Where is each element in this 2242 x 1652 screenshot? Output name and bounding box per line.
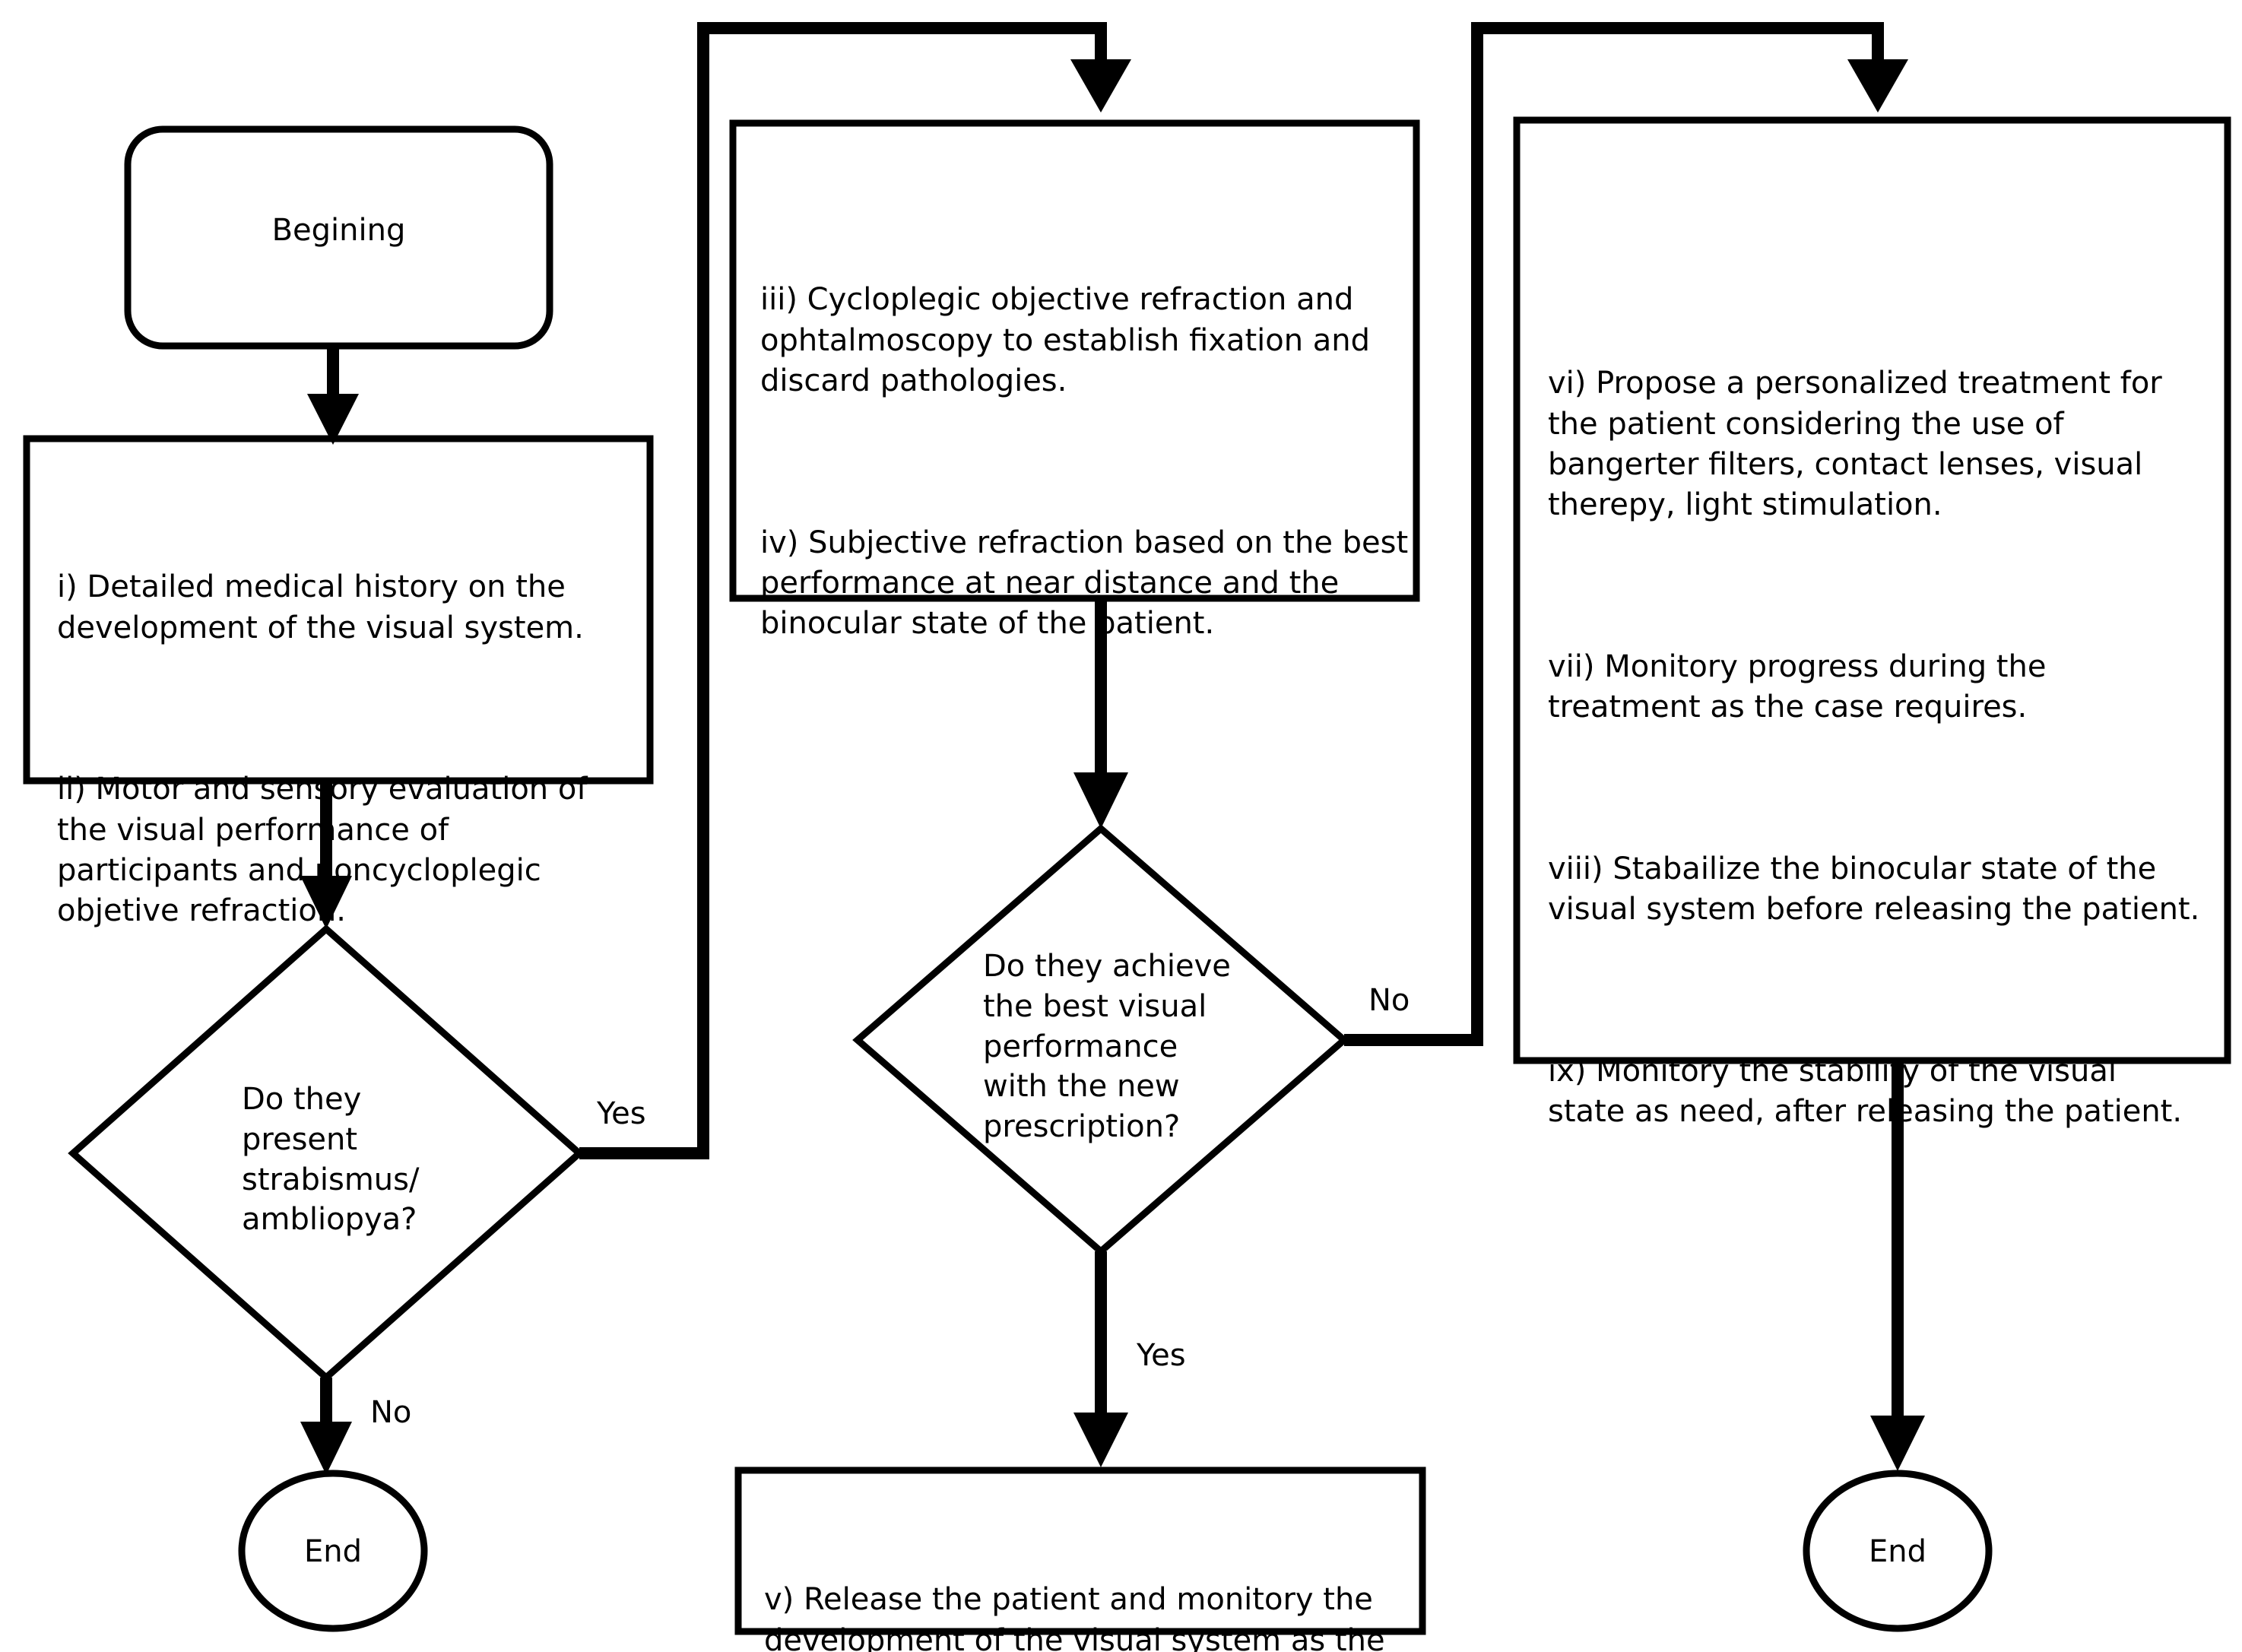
step-vii-paragraph: vii) Monitory progress during the treatm… [1548, 648, 2056, 725]
step-i-paragraph: i) Detailed medical history on the devel… [57, 569, 584, 645]
node-end-left-label: End [303, 1534, 362, 1569]
step-viii-paragraph: viii) Stabailize the binocular state of … [1548, 851, 2200, 927]
arrowhead-step1-to-decision1 [300, 876, 352, 929]
node-step-iii-iv-shape[interactable] [729, 119, 1420, 602]
step-v-paragraph: v) Release the patient and monitory the … [764, 1582, 1385, 1652]
arrowhead-decision2-no-to-step4 [1847, 59, 1908, 113]
node-decision-1-label: Do they present strabismus/ ambliopya? [242, 1082, 430, 1238]
node-end-left-shape[interactable] [238, 1470, 428, 1632]
arrowhead-decision1-no-to-end [300, 1422, 352, 1475]
node-step-v-text: v) Release the patient and monitory the … [764, 1499, 1410, 1652]
node-step-v-shape[interactable] [734, 1467, 1426, 1635]
node-end-right-label: End [1868, 1534, 1926, 1569]
node-step-vi-ix-shape[interactable] [1513, 116, 2231, 1064]
arrowhead-decision1-yes-to-step2 [1070, 59, 1131, 113]
step-ii-paragraph: ii) Motor and sensory evaluation of the … [57, 772, 598, 928]
node-step-vi-ix-text: vi) Propose a personalized treatment for… [1548, 283, 2202, 1213]
edge-label-decision2-yes: Yes [1137, 1338, 1186, 1373]
edge-label-decision2-no: No [1368, 983, 1410, 1018]
edge-label-decision1-yes: Yes [597, 1096, 646, 1131]
arrowhead-step4-to-end [1870, 1416, 1925, 1471]
step-vi-paragraph: vi) Propose a personalized treatment for… [1548, 366, 2172, 522]
step-ix-paragraph: ix) Monitory the stability of the visual… [1548, 1053, 2183, 1129]
arrowhead-start-to-step1 [307, 394, 359, 445]
arrowhead-decision2-yes-to-step3 [1073, 1413, 1128, 1467]
node-decision-2-label: Do they achieve the best visual performa… [983, 949, 1241, 1145]
node-step-i-ii-shape[interactable] [23, 435, 654, 785]
node-step-i-ii-text: i) Detailed medical history on the devel… [57, 487, 635, 1012]
edge-label-decision1-no: No [370, 1395, 412, 1430]
edge-decision1-yes-to-step2 [579, 22, 1107, 1159]
step-iii-paragraph: iii) Cycloplegic objective refraction an… [760, 282, 1380, 398]
node-step-iii-iv-text: iii) Cycloplegic objective refraction an… [760, 199, 1414, 725]
node-start-label: Begining [271, 213, 406, 248]
node-end-right-shape[interactable] [1803, 1470, 1993, 1632]
edge-decision2-no-to-step4 [1344, 22, 1884, 1046]
arrowhead-step2-to-decision2 [1073, 772, 1128, 829]
step-iv-paragraph: iv) Subjective refraction based on the b… [760, 525, 1418, 641]
